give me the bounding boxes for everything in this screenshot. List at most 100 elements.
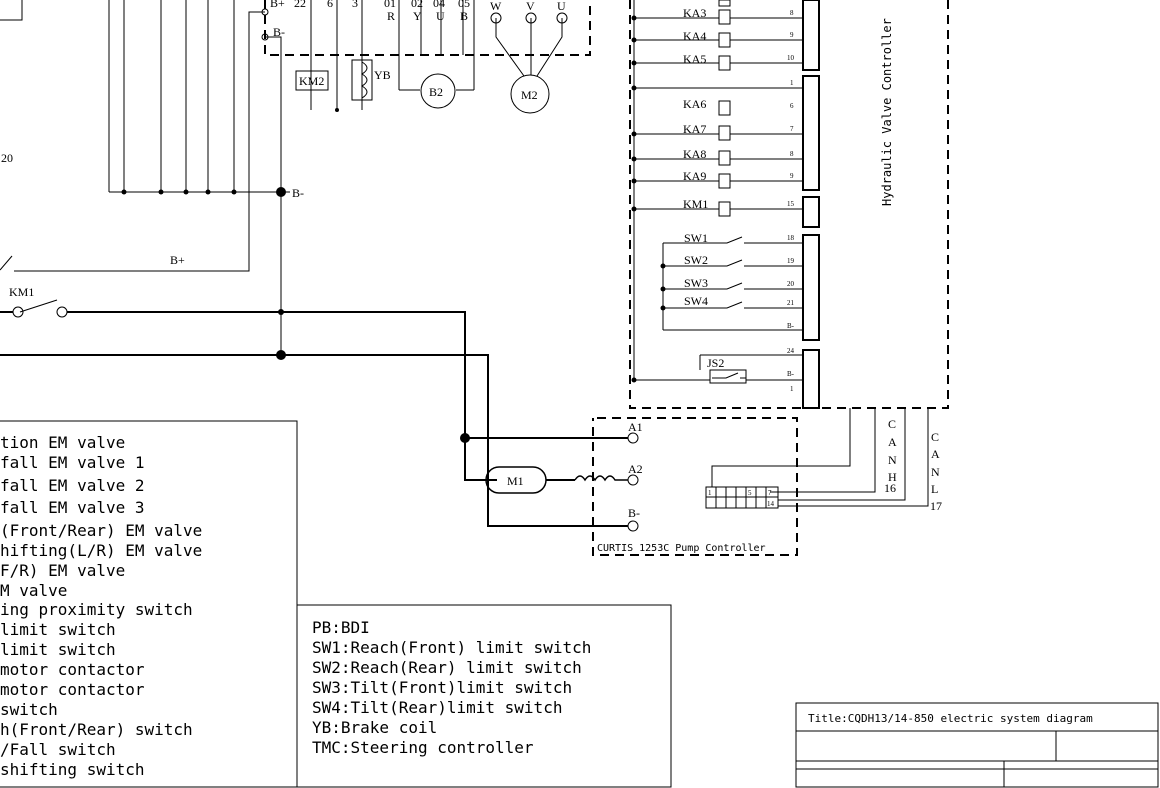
ka4-coil — [718, 32, 731, 48]
legend-left-line: /Fall switch — [0, 740, 116, 759]
connector-pin: 1 — [708, 489, 712, 497]
terminal-bminus — [261, 33, 269, 41]
label-3: 3 — [352, 0, 358, 10]
label-22: 22 — [294, 0, 306, 10]
junction-dot — [660, 286, 666, 292]
relay-label: KM1 — [683, 197, 708, 211]
junction-dot — [158, 189, 164, 195]
terminal-v — [525, 12, 537, 24]
sw1-switch — [663, 236, 803, 244]
km1-wire — [0, 311, 497, 481]
hydraulic-controller-box — [629, 0, 949, 409]
js2-switch — [712, 372, 746, 379]
corner-box-outline — [0, 0, 23, 21]
junction-dot — [660, 305, 666, 311]
label-a2: A2 — [628, 462, 643, 476]
label-bplus: B+ — [270, 0, 285, 10]
legend-right-box — [296, 604, 672, 788]
connector-wire-1 — [711, 408, 851, 487]
label-w: W — [490, 0, 502, 13]
switch-label: SW1 — [684, 231, 708, 245]
brake-coil-icon — [361, 61, 368, 99]
terminal-bplus — [261, 8, 269, 16]
junction-dot — [631, 178, 637, 184]
canl-letter: N — [931, 465, 940, 479]
km1-contact-blade — [19, 299, 58, 313]
legend-right-line: PB:BDI — [312, 618, 370, 637]
m2-phase-wires — [495, 18, 563, 77]
junction-dot — [121, 189, 127, 195]
bplus-wire — [14, 11, 265, 272]
sw3-switch — [663, 282, 803, 290]
ka7-coil — [718, 125, 731, 141]
title-block — [795, 702, 1159, 788]
pump-controller-title: CURTIS 1253C Pump Controller — [597, 543, 766, 554]
switch-label: SW4 — [684, 294, 708, 308]
drawing-title: Title:CQDH13/14-850 electric system diag… — [808, 712, 1093, 725]
pin-number: B- — [787, 322, 795, 330]
field-coil-icon — [574, 475, 628, 482]
junction-dot — [278, 309, 284, 315]
junction-dot — [631, 60, 637, 66]
bminus-wire — [265, 36, 282, 355]
legend-left-line: shifting switch — [0, 760, 145, 779]
m2-circle — [510, 74, 550, 114]
legend-left-line: motor contactor — [0, 660, 145, 679]
label-05: 05 — [458, 0, 470, 10]
label-6: 6 — [327, 0, 333, 10]
legend-left-line: switch — [0, 700, 58, 719]
label-bplus-wire: B+ — [170, 253, 185, 267]
ka6-coil — [718, 100, 731, 116]
junction-dot — [631, 206, 637, 212]
legend-right-line: SW3:Tilt(Front)limit switch — [312, 678, 572, 697]
label-yb: YB — [374, 68, 391, 82]
label-km1-left: KM1 — [9, 285, 34, 299]
legend-left-line: limit switch — [0, 620, 116, 639]
label-u: U — [436, 9, 445, 23]
legend-left-line: h(Front/Rear) switch — [0, 720, 193, 739]
switch-blade — [0, 255, 13, 271]
canh-letter: A — [888, 435, 897, 449]
terminal-a2 — [627, 474, 639, 486]
label-r: R — [387, 9, 395, 23]
pin-number: 8 — [790, 150, 794, 158]
pin-number: 20 — [787, 280, 795, 288]
km2-coil — [295, 70, 329, 91]
motor-controller-dashed-box — [264, 0, 591, 56]
relay-label: KA6 — [683, 97, 706, 111]
label-m2: M2 — [521, 88, 538, 102]
legend-left-box — [0, 420, 298, 788]
junction-dot — [460, 433, 470, 443]
connector-pin: 7 — [768, 489, 772, 497]
relay-label: KA4 — [683, 29, 706, 43]
pin-number: 21 — [787, 299, 795, 307]
pump-controller-box — [592, 417, 798, 556]
label-01: 01 — [384, 0, 396, 10]
connector-block-4 — [802, 234, 820, 341]
sw4-switch — [663, 301, 803, 309]
pin-number: 9 — [790, 31, 794, 39]
label-04: 04 — [433, 0, 445, 10]
junction-dot — [205, 189, 211, 195]
label-bminus-pump: B- — [628, 506, 640, 520]
connector-block-1 — [802, 0, 820, 71]
pin-number: 18 — [787, 234, 795, 242]
legend-left-line: limit switch — [0, 640, 116, 659]
canh-wire — [770, 408, 876, 493]
pin-number: 10 — [787, 54, 795, 62]
pin-number: 15 — [787, 200, 795, 208]
relay-label: KA7 — [683, 122, 706, 136]
junction-dot — [631, 37, 637, 43]
junction-dot — [631, 85, 637, 91]
legend-left-line: ing proximity switch — [0, 600, 193, 619]
pin-number: 1 — [790, 79, 794, 87]
legend-right-line: TMC:Steering controller — [312, 738, 534, 757]
yb-coil-box — [351, 59, 373, 101]
sw2-switch — [663, 259, 803, 267]
pin-number: 7 — [790, 125, 794, 133]
canh-wire-2 — [778, 408, 906, 501]
canl-letter: L — [931, 482, 938, 496]
legend-left-line: fall EM valve 2 — [0, 476, 145, 495]
switch-label: SW3 — [684, 276, 708, 290]
legend-right-line: YB:Brake coil — [312, 718, 437, 737]
